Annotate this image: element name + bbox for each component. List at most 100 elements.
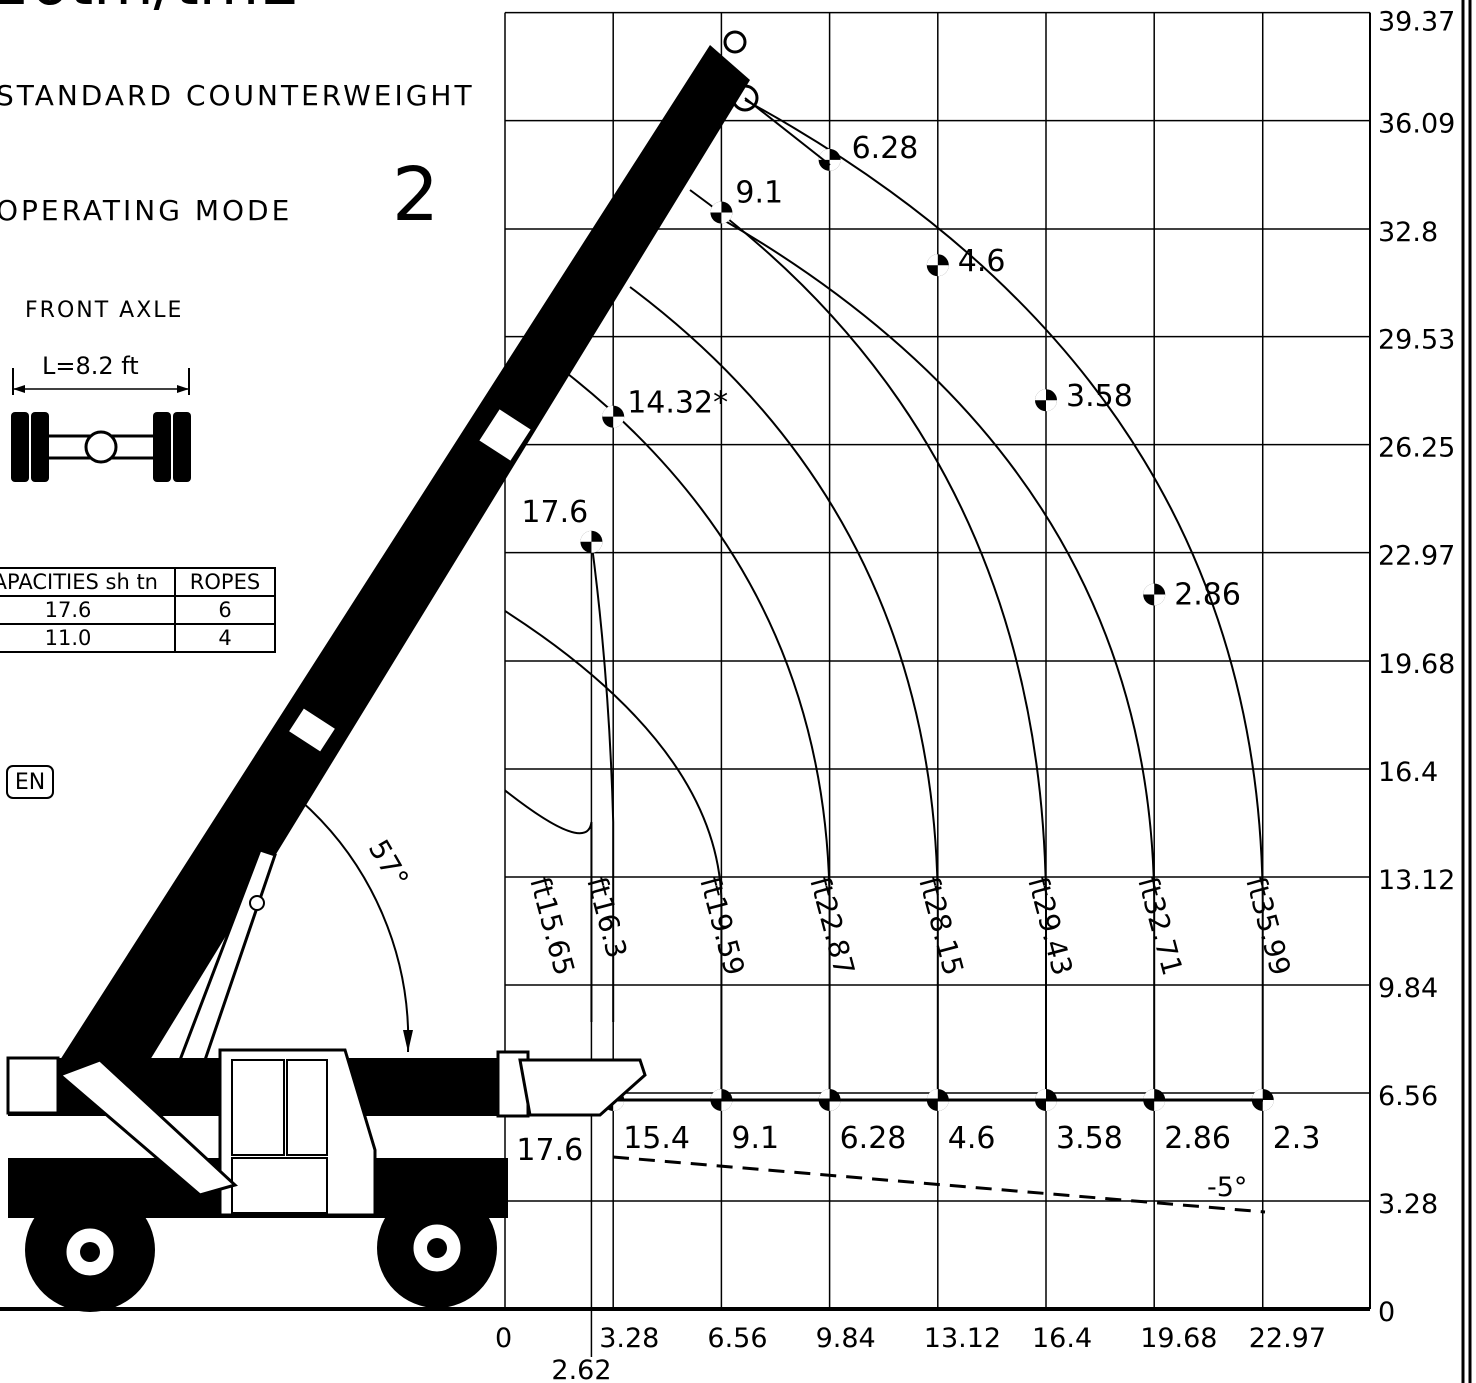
title-fragment: 16tm/tmE [0,0,298,14]
load-point-marker-quadrant [829,159,841,171]
column-header-ropes: ROPES [174,567,276,597]
y-tick-label: 22.97 [1378,541,1455,572]
radius-arc [744,99,1264,1100]
load-point-label: 9.1 [735,176,783,211]
table-row: 17.6 6 [0,595,276,625]
horizontal-load-label: 2.3 [1273,1121,1321,1156]
horizontal-load-label: 4.6 [948,1121,996,1156]
load-point-label: 6.28 [852,131,919,166]
boom-length-label: ft28.15 [912,873,970,979]
y-tick-label: 6.56 [1378,1081,1438,1112]
x-tick-label: 0 [495,1323,512,1354]
boom-angle-arc [299,799,410,1053]
radius-arc [567,373,831,1100]
load-point-marker-quadrant [613,416,625,428]
x-tick-label: 9.84 [816,1323,876,1354]
load-point-marker-quadrant [1262,1100,1274,1111]
table-header-row: CAPACITIES sh tn ROPES [0,567,276,597]
y-tick-label: 3.28 [1378,1189,1438,1220]
y-tick-label: 16.4 [1378,757,1438,788]
horizontal-load-label: 17.6 [516,1133,583,1168]
column-header-capacity: CAPACITIES sh tn [0,567,176,597]
axle-diagram [11,368,191,482]
load-point-marker-quadrant [818,1089,830,1100]
load-point-marker-quadrant [602,405,614,417]
load-point-marker-quadrant [580,530,592,542]
y-tick-label: 26.25 [1378,433,1455,464]
load-point-label: 14.32* [627,386,728,421]
ropes-cell: 4 [174,623,276,653]
crane-boom [60,30,831,1060]
y-tick-label: 39.37 [1378,7,1455,38]
load-point-marker-quadrant [1154,1100,1166,1111]
boom-angle-label: 57° [362,834,415,893]
load-point-label: 4.6 [958,244,1006,279]
radius-arc [629,286,939,1100]
capacity-cell: 11.0 [0,623,176,653]
radius-arc [504,610,723,1100]
load-point-marker-quadrant [1046,1100,1057,1111]
language-badge: EN [6,765,54,799]
operating-mode-label: OPERATING MODE [0,194,293,227]
load-point-marker-quadrant [721,1100,733,1111]
axle-width-label: L=8.2 ft [42,352,139,380]
load-point-marker-quadrant [721,212,733,224]
y-tick-label: 9.84 [1378,973,1438,1004]
boom-angle-arrow [403,1030,413,1052]
radius-arc [504,789,593,1022]
x-tick-label: 19.68 [1140,1323,1217,1354]
horizontal-load-label: 3.58 [1056,1121,1123,1156]
load-point-marker-quadrant [710,201,722,213]
load-point-marker-quadrant [1251,1089,1263,1100]
load-point-marker-quadrant [710,1089,722,1100]
load-point-marker-quadrant [926,1089,938,1100]
load-point-label: 17.6 [521,495,588,530]
y-tick-label: 36.09 [1378,109,1455,140]
x-tick-label: 16.4 [1032,1323,1092,1354]
tilt-label: -5° [1207,1172,1247,1203]
x-tick-label: 22.97 [1249,1323,1326,1354]
crane-body [6,1048,647,1312]
x-tick-label: 6.56 [707,1323,767,1354]
boom-length-label: ft16.3 [580,873,633,961]
y-tick-label: 0 [1378,1297,1395,1328]
load-point-marker-quadrant [1143,583,1155,595]
y-tick-label: 13.12 [1378,865,1455,896]
boom-length-label: ft35.99 [1239,873,1297,979]
horizontal-load-label: 9.1 [731,1121,779,1156]
table-row: 11.0 4 [0,623,276,653]
counterweight-label: STANDARD COUNTERWEIGHT [0,79,475,112]
boom-length-label: ft22.87 [803,873,861,979]
load-point-marker-quadrant [1143,1089,1155,1100]
load-point-label: 3.58 [1066,379,1133,414]
y-tick-label: 29.53 [1378,325,1455,356]
load-point-marker-quadrant [1035,1089,1046,1100]
tilt-dashed-line [612,1155,1266,1214]
radius-arc [689,189,1047,1100]
x-tick-label: 2.62 [551,1355,611,1383]
load-point-marker-quadrant [1154,594,1166,606]
front-axle-label: FRONT AXLE [25,298,184,323]
boom-length-label: ft32.71 [1131,873,1189,979]
x-tick-label: 13.12 [924,1323,1001,1354]
capacity-cell: 17.6 [0,595,176,625]
operating-mode-value: 2 [392,152,440,238]
horizontal-load-label: 15.4 [623,1121,690,1156]
load-point-marker-quadrant [829,1100,841,1111]
load-point-marker-quadrant [937,1100,949,1111]
load-point-label: 2.86 [1174,577,1241,612]
horizontal-load-label: 2.86 [1164,1121,1231,1156]
y-tick-label: 32.8 [1378,217,1438,248]
boom-length-label: ft29.43 [1021,873,1079,979]
load-point-marker-quadrant [937,265,949,277]
boom-length-label: ft19.59 [693,873,751,979]
load-point-marker-quadrant [926,254,938,266]
y-tick-label: 19.68 [1378,649,1455,680]
capacity-table: CAPACITIES sh tn ROPES 17.6 6 11.0 4 [0,567,276,653]
radius-arc [719,217,1156,1100]
boom-length-label: ft15.65 [523,873,581,979]
